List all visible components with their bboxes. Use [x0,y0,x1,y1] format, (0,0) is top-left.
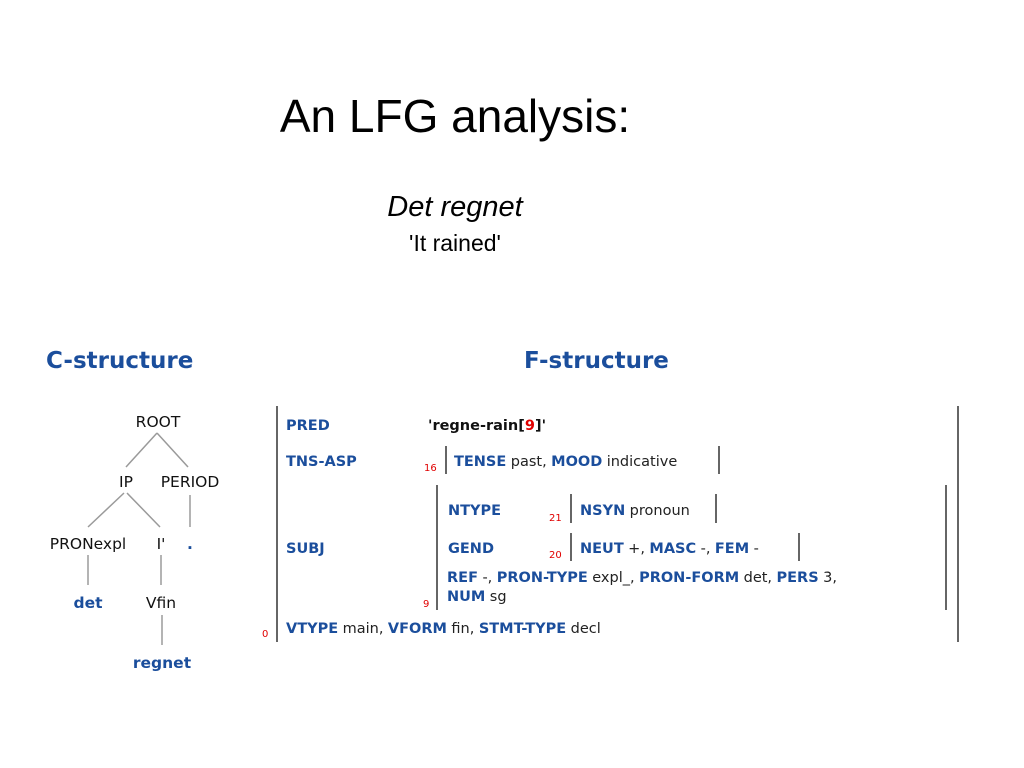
gend-index: 20 [549,550,562,561]
edge-root-period [156,432,189,468]
gend-attr: GEND [448,541,494,557]
vtype-row: VTYPE main, VFORM fin, STMT-TYPE decl [286,620,601,637]
pred-value: 'regne-rain[9]' [428,418,546,434]
c-structure-tree: ROOT IP PERIOD PRONexpl I' . det Vfin re… [50,413,220,672]
tns-asp-index: 16 [424,463,437,474]
node-dot: . [187,535,193,553]
ntype-index: 21 [549,513,562,524]
pred-attr: PRED [286,418,330,434]
f-structure-matrix: 0 PRED 'regne-rain[9]' TNS-ASP 16 TENSE … [262,406,959,642]
subj-num-line: NUM sg [447,588,507,605]
node-ibar: I' [157,535,166,553]
edge-root-ip [125,432,158,468]
node-pronexpl: PRONexpl [50,535,127,553]
node-period: PERIOD [161,473,220,491]
subj-ref-line: REF -, PRON-TYPE expl_, PRON-FORM det, P… [447,569,837,586]
edge-ip-ibar [126,492,161,528]
ntype-content: NSYN pronoun [580,502,690,519]
node-vfin: Vfin [146,594,176,612]
leaf-regnet: regnet [133,654,192,672]
edge-ip-pronexpl [87,492,125,528]
example-sentence: Det regnet [387,191,523,223]
subj-attr: SUBJ [286,541,325,557]
tns-asp-attr: TNS-ASP [286,454,357,470]
c-structure-heading: C-structure [46,348,194,374]
subj-index: 9 [423,599,429,610]
f-structure-heading: F-structure [524,348,669,374]
node-ip: IP [119,473,133,491]
tns-asp-content: TENSE past, MOOD indicative [454,453,677,470]
outer-index: 0 [262,629,268,640]
gend-content: NEUT +, MASC -, FEM - [580,540,759,557]
sentence-gloss: 'It rained' [409,230,501,256]
leaf-det: det [73,594,103,612]
ntype-attr: NTYPE [448,503,501,519]
slide-title: An LFG analysis: [279,90,631,142]
node-root: ROOT [136,413,181,431]
